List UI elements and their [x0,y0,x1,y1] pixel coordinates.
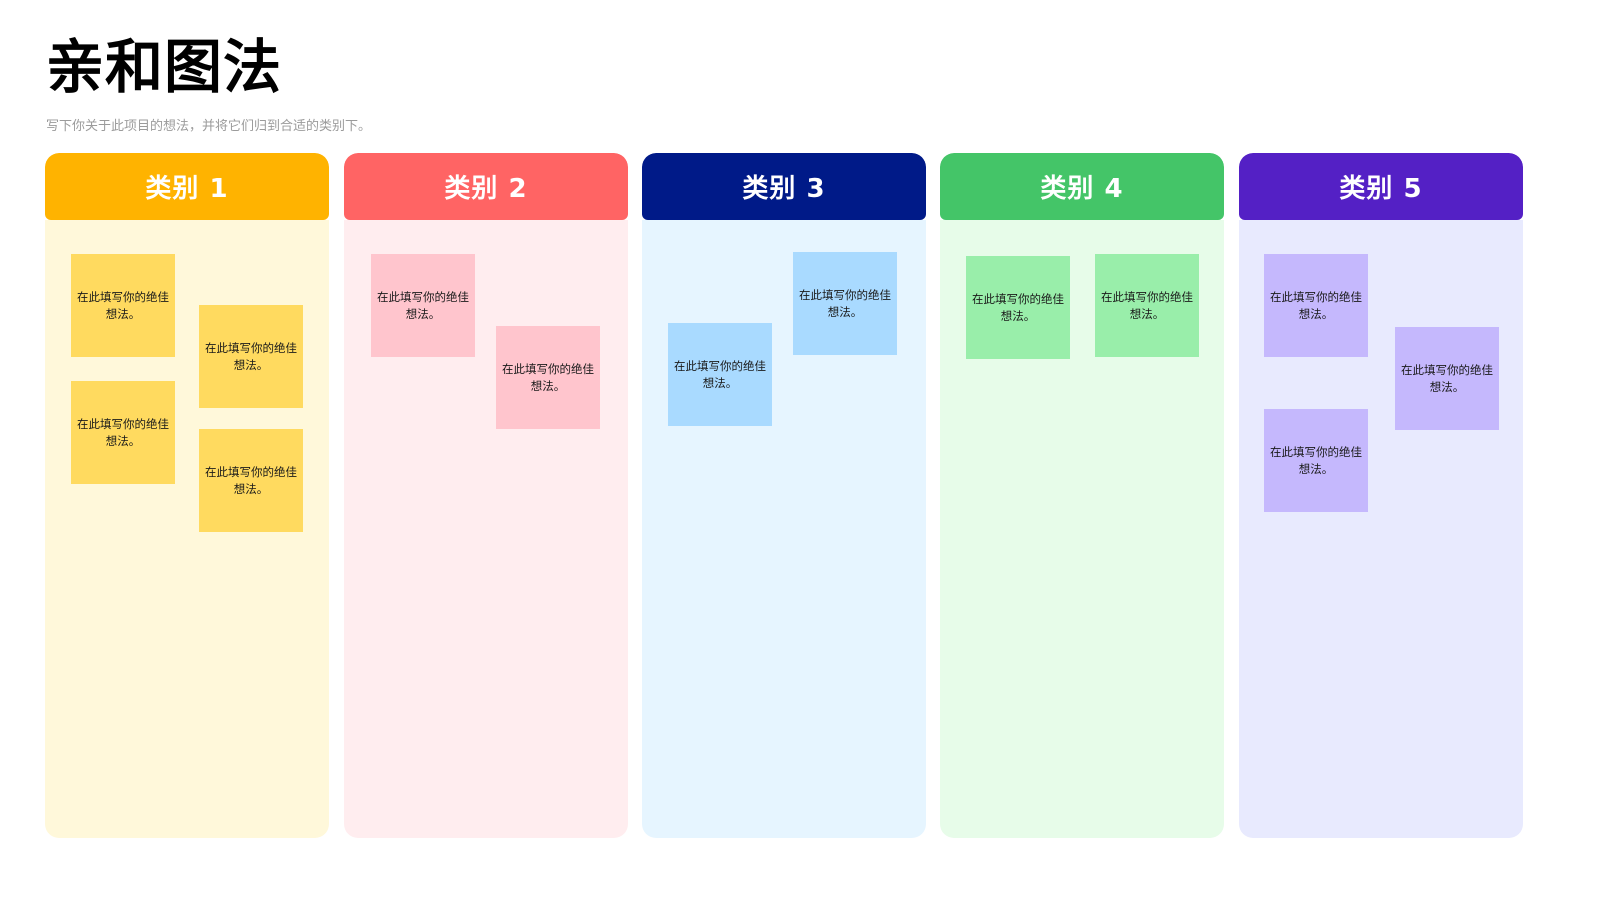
sticky-note-text: 在此填写你的绝佳想法。 [205,464,297,496]
sticky-note-text: 在此填写你的绝佳想法。 [377,289,469,321]
category-body-3: 在此填写你的绝佳想法。 在此填写你的绝佳想法。 [642,220,926,838]
sticky-note[interactable]: 在此填写你的绝佳想法。 [71,254,175,357]
sticky-note-text: 在此填写你的绝佳想法。 [77,289,169,321]
page-subtitle: 写下你关于此项目的想法，并将它们归到合适的类别下。 [46,119,372,134]
sticky-note[interactable]: 在此填写你的绝佳想法。 [966,256,1070,359]
sticky-note[interactable]: 在此填写你的绝佳想法。 [199,305,303,408]
sticky-note[interactable]: 在此填写你的绝佳想法。 [668,323,772,426]
category-body-4: 在此填写你的绝佳想法。 在此填写你的绝佳想法。 [940,220,1224,838]
sticky-note[interactable]: 在此填写你的绝佳想法。 [71,381,175,484]
category-column-3: 类别 3 在此填写你的绝佳想法。 在此填写你的绝佳想法。 [642,153,926,838]
category-column-4: 类别 4 在此填写你的绝佳想法。 在此填写你的绝佳想法。 [940,153,1224,838]
sticky-note-text: 在此填写你的绝佳想法。 [1270,444,1362,476]
sticky-note-text: 在此填写你的绝佳想法。 [1270,289,1362,321]
sticky-note[interactable]: 在此填写你的绝佳想法。 [1095,254,1199,357]
sticky-note-text: 在此填写你的绝佳想法。 [205,340,297,372]
category-body-5: 在此填写你的绝佳想法。 在此填写你的绝佳想法。 在此填写你的绝佳想法。 [1239,220,1523,838]
category-body-2: 在此填写你的绝佳想法。 在此填写你的绝佳想法。 [344,220,628,838]
sticky-note-text: 在此填写你的绝佳想法。 [502,361,594,393]
sticky-note[interactable]: 在此填写你的绝佳想法。 [199,429,303,532]
sticky-note-text: 在此填写你的绝佳想法。 [799,287,891,319]
category-board: 类别 1 在此填写你的绝佳想法。 在此填写你的绝佳想法。 在此填写你的绝佳想法。… [45,153,1561,838]
sticky-note-text: 在此填写你的绝佳想法。 [77,416,169,448]
category-header-3[interactable]: 类别 3 [642,153,926,220]
category-header-5[interactable]: 类别 5 [1239,153,1523,220]
sticky-note[interactable]: 在此填写你的绝佳想法。 [1395,327,1499,430]
sticky-note[interactable]: 在此填写你的绝佳想法。 [496,326,600,429]
category-header-4[interactable]: 类别 4 [940,153,1224,220]
sticky-note[interactable]: 在此填写你的绝佳想法。 [1264,254,1368,357]
sticky-note-text: 在此填写你的绝佳想法。 [1101,289,1193,321]
category-body-1: 在此填写你的绝佳想法。 在此填写你的绝佳想法。 在此填写你的绝佳想法。 在此填写… [45,220,329,838]
sticky-note-text: 在此填写你的绝佳想法。 [972,291,1064,323]
category-header-2[interactable]: 类别 2 [344,153,628,220]
page-title: 亲和图法 [46,33,283,101]
sticky-note-text: 在此填写你的绝佳想法。 [1401,362,1493,394]
category-header-1[interactable]: 类别 1 [45,153,329,220]
category-column-2: 类别 2 在此填写你的绝佳想法。 在此填写你的绝佳想法。 [344,153,628,838]
sticky-note-text: 在此填写你的绝佳想法。 [674,358,766,390]
sticky-note[interactable]: 在此填写你的绝佳想法。 [793,252,897,355]
category-column-5: 类别 5 在此填写你的绝佳想法。 在此填写你的绝佳想法。 在此填写你的绝佳想法。 [1239,153,1523,838]
category-column-1: 类别 1 在此填写你的绝佳想法。 在此填写你的绝佳想法。 在此填写你的绝佳想法。… [45,153,329,838]
sticky-note[interactable]: 在此填写你的绝佳想法。 [371,254,475,357]
sticky-note[interactable]: 在此填写你的绝佳想法。 [1264,409,1368,512]
